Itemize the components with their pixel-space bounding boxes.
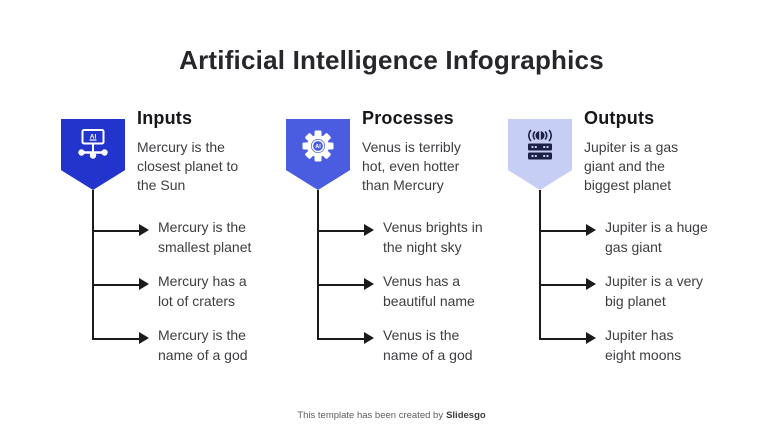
inputs-badge: AI <box>61 119 125 190</box>
list-item-text: Venus brights in the night sky <box>383 219 483 255</box>
arrow-right-icon <box>139 224 149 236</box>
connector-branch <box>539 338 587 340</box>
arrow-right-icon <box>364 278 374 290</box>
ai-server-signal-icon <box>527 129 553 160</box>
ai-gear-icon: AI <box>302 130 334 162</box>
connector-branch <box>539 230 587 232</box>
list-item: Mercury has a lot of craters <box>61 272 289 311</box>
column-description: Venus is terribly hot, even hotter than … <box>362 139 461 193</box>
list-item: Mercury is the name of a god <box>61 326 289 365</box>
connector-branch <box>539 284 587 286</box>
connector-branch <box>317 284 365 286</box>
column-description: Jupiter is a gas giant and the biggest p… <box>584 139 679 193</box>
list-item: Mercury is the smallest planet <box>61 218 289 257</box>
connector-line <box>317 190 319 340</box>
list-item: Venus has a beautiful name <box>286 272 514 311</box>
arrow-right-icon <box>586 278 596 290</box>
list-item-text: Jupiter is a huge gas giant <box>605 219 708 255</box>
processes-badge: AI <box>286 119 350 190</box>
list-item-text: Mercury has a lot of craters <box>158 273 247 309</box>
column-description: Mercury is the closest planet to the Sun <box>137 139 239 193</box>
slidesgo-brand: Slidesgo <box>446 410 486 421</box>
list-item-text: Jupiter is a very big planet <box>605 273 704 309</box>
connector-line <box>92 190 94 340</box>
connector-branch <box>92 284 140 286</box>
connector-branch <box>92 230 140 232</box>
svg-text:AI: AI <box>90 133 97 140</box>
ai-monitor-network-icon: AI <box>78 129 108 159</box>
list-item: Venus is the name of a god <box>286 326 514 365</box>
column-heading: Processes <box>362 108 454 128</box>
arrow-right-icon <box>364 332 374 344</box>
outputs-badge <box>508 119 572 190</box>
arrow-right-icon <box>586 332 596 344</box>
list-item: Jupiter has eight moons <box>508 326 736 365</box>
column-heading: Outputs <box>584 108 655 128</box>
connector-branch <box>317 230 365 232</box>
arrow-right-icon <box>364 224 374 236</box>
arrow-right-icon <box>139 332 149 344</box>
column-outputs: Outputs Jupiter is a gas giant and the b… <box>508 108 736 413</box>
slide-title: Artificial Intelligence Infographics <box>179 45 604 75</box>
arrow-right-icon <box>139 278 149 290</box>
column-processes: AI Processes Venus is terribly hot, even… <box>286 108 514 413</box>
connector-line <box>539 190 541 340</box>
list-item-text: Mercury is the smallest planet <box>158 219 252 255</box>
arrow-right-icon <box>586 224 596 236</box>
footer-credit-text: This template has been created by <box>297 410 444 421</box>
column-inputs: AI Inputs Mercury is the closest planet … <box>61 108 289 413</box>
list-item: Venus brights in the night sky <box>286 218 514 257</box>
connector-branch <box>317 338 365 340</box>
list-item: Jupiter is a very big planet <box>508 272 736 311</box>
column-heading: Inputs <box>137 108 193 128</box>
list-item-text: Venus is the name of a god <box>383 327 473 363</box>
list-item-text: Jupiter has eight moons <box>605 327 682 363</box>
list-item: Jupiter is a huge gas giant <box>508 218 736 257</box>
svg-text:AI: AI <box>315 144 321 150</box>
connector-branch <box>92 338 140 340</box>
list-item-text: Venus has a beautiful name <box>383 273 475 309</box>
list-item-text: Mercury is the name of a god <box>158 327 248 363</box>
